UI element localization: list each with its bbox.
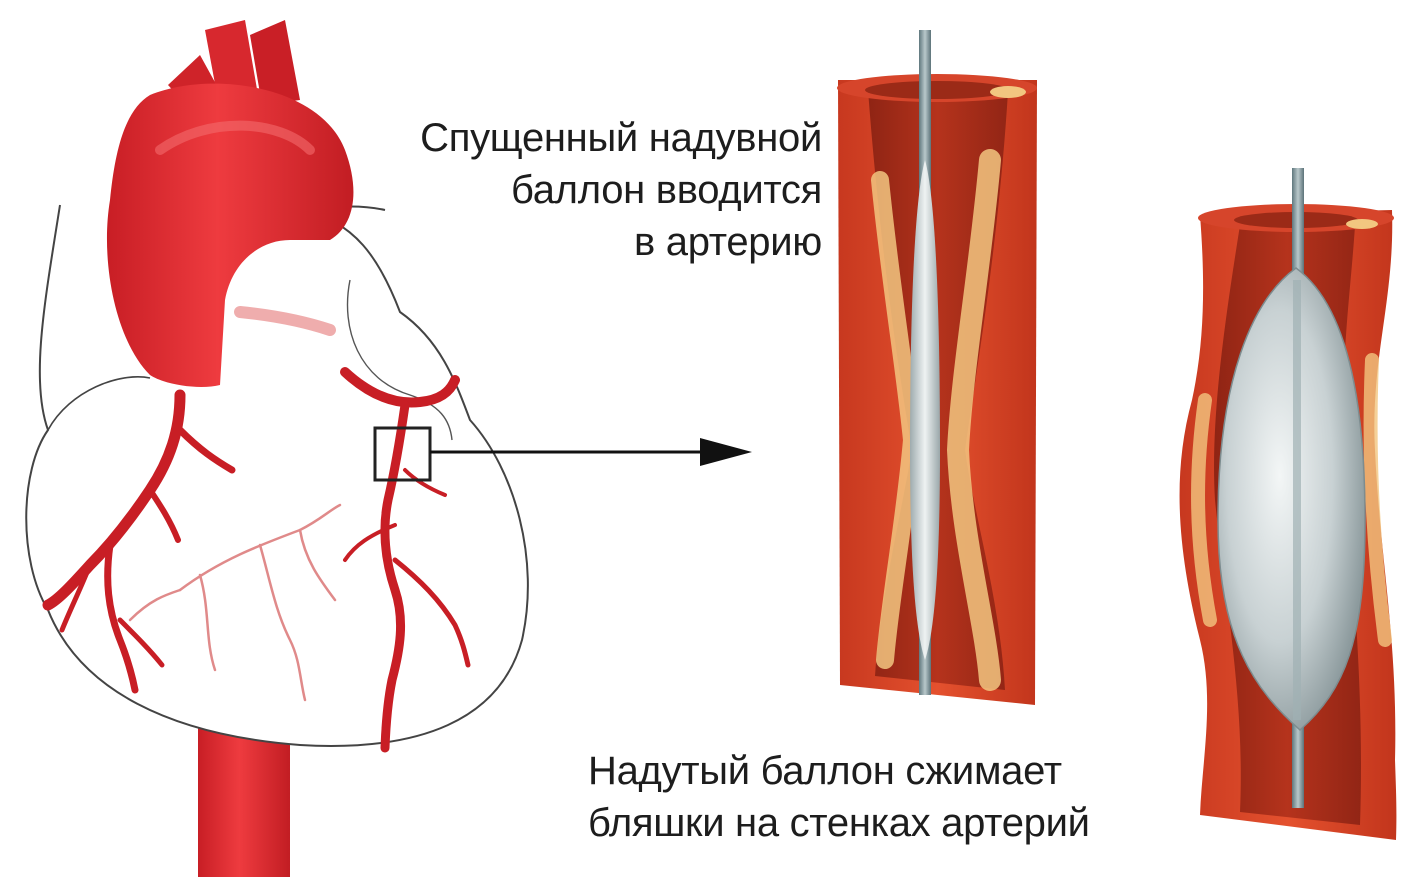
label-deflated-line-1: Спущенный надувной	[420, 112, 822, 164]
label-inflated-line-2: бляшки на стенках артерий	[588, 797, 1090, 849]
label-inflated-balloon: Надутый баллон сжимает бляшки на стенках…	[588, 745, 1090, 849]
catheter-wire-over-balloon	[1293, 280, 1301, 720]
vessel-inflated-balloon	[1180, 168, 1397, 840]
arrow-head-icon	[700, 438, 752, 466]
vessel-top-plaque-2	[1346, 219, 1378, 229]
label-deflated-line-2: баллон вводится	[420, 164, 822, 216]
vessel-top-plaque	[990, 86, 1026, 98]
label-inflated-line-1: Надутый баллон сжимает	[588, 745, 1090, 797]
label-deflated-line-3: в артерию	[420, 216, 822, 268]
heart-outline	[26, 205, 528, 746]
vessel-top-opening	[865, 81, 1009, 99]
label-deflated-balloon: Спущенный надувной баллон вводится в арт…	[420, 112, 822, 268]
vessel-deflated-balloon	[837, 30, 1037, 705]
